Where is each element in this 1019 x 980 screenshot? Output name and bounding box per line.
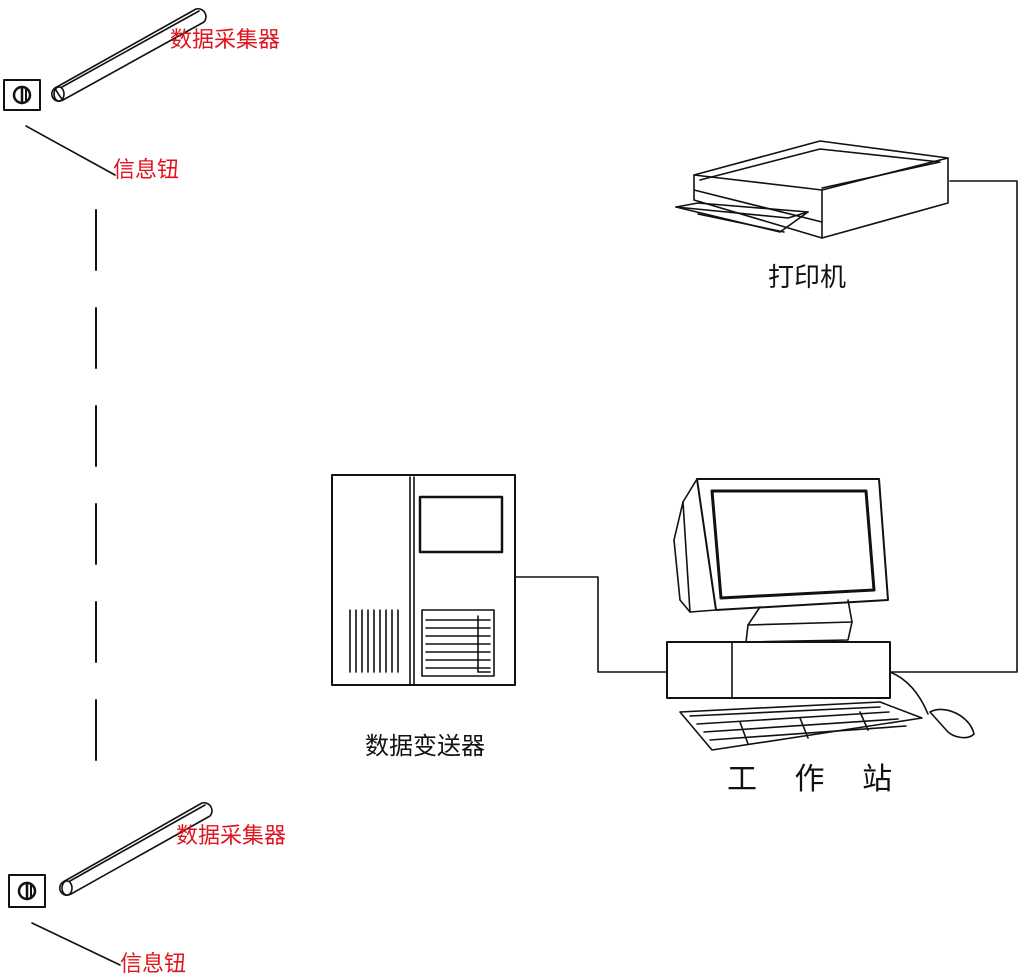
info-button-top-label: 信息钮 — [113, 158, 180, 183]
workstation-label: 工 作 站 — [727, 762, 907, 797]
workstation-icon — [666, 478, 975, 751]
printer-cable — [889, 180, 1018, 673]
info-button-bottom-icon — [8, 874, 46, 908]
data-collector-top-icon — [51, 7, 207, 103]
leader-line-bottom — [31, 922, 121, 966]
transmitter-label: 数据变送器 — [365, 732, 485, 760]
transmitter-cable — [514, 576, 668, 673]
printer-icon — [675, 140, 949, 239]
leader-line-top — [25, 125, 116, 176]
collector-bottom-label: 数据采集器 — [176, 824, 287, 849]
info-button-bottom-label: 信息钮 — [120, 952, 187, 977]
data-collector-bottom-icon — [59, 801, 213, 897]
data-transmitter-icon — [331, 474, 516, 686]
info-button-top-icon — [3, 79, 41, 111]
collector-top-label: 数据采集器 — [170, 28, 281, 53]
printer-label: 打印机 — [768, 263, 847, 293]
